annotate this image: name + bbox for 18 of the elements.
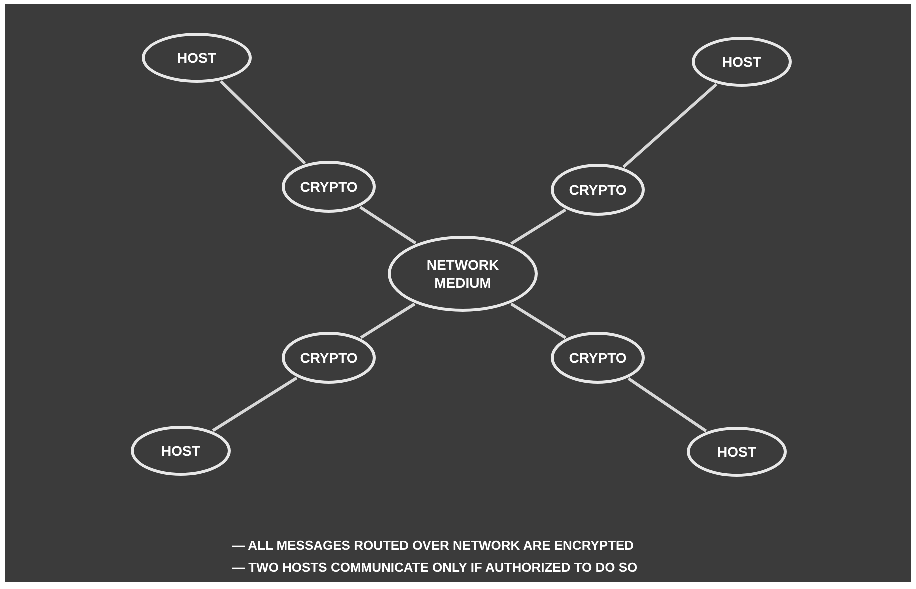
node-label: CRYPTO bbox=[299, 349, 359, 367]
connector-line bbox=[220, 80, 306, 165]
connector-line bbox=[510, 208, 567, 246]
node-label: HOST bbox=[176, 49, 218, 67]
connector-line bbox=[510, 302, 567, 340]
node-label: HOST bbox=[160, 442, 202, 460]
note-text: — TWO HOSTS COMMUNICATE ONLY IF AUTHORIZED TO DO SO bbox=[232, 558, 638, 576]
connector-line bbox=[628, 378, 708, 432]
connector-line bbox=[360, 302, 416, 340]
note-text: — ALL MESSAGES ROUTED OVER NETWORK ARE ENCRYPTED bbox=[232, 537, 636, 555]
connector-line bbox=[212, 376, 298, 432]
node-label: CRYPTO bbox=[299, 178, 359, 196]
node-label: CRYPTO bbox=[568, 181, 628, 199]
node-label: CRYPTO bbox=[568, 349, 628, 367]
node-label: NETWORK MEDIUM bbox=[426, 256, 500, 292]
node-label: HOST bbox=[722, 53, 762, 71]
node-label: HOST bbox=[716, 443, 758, 461]
connector-line bbox=[360, 206, 417, 245]
